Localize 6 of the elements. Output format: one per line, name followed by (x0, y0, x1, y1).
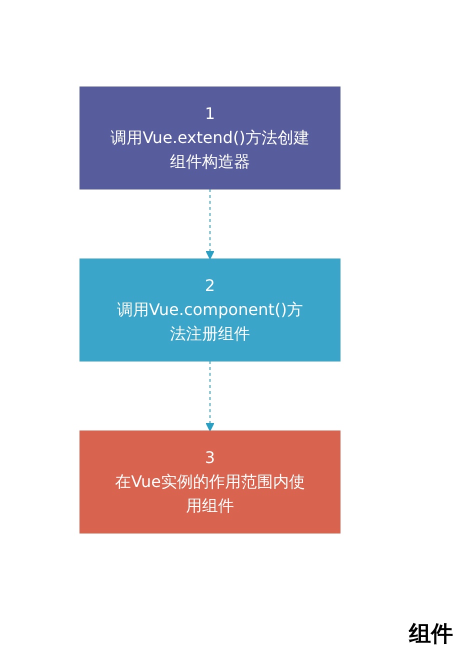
node-box: 2 调用Vue.component()方法注册组件 (80, 258, 340, 362)
arrow (206, 360, 214, 432)
heading-text: 组件 (409, 621, 453, 649)
node-box: 1 调用Vue.extend()方法创建组件构造器 (80, 86, 340, 190)
arrow (206, 188, 214, 260)
node-box: 3 在Vue实例的作用范围内使用组件 (80, 430, 340, 534)
